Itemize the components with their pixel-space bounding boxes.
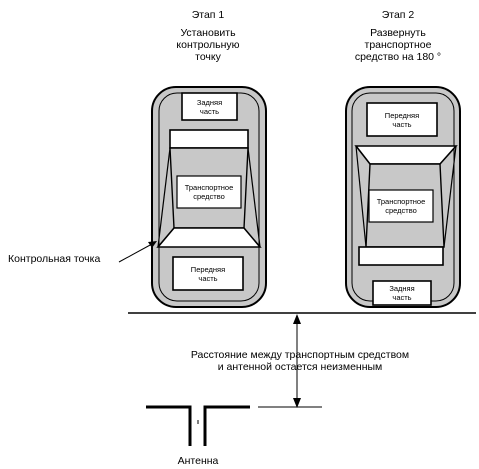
vehicle-stage1 bbox=[151, 86, 267, 308]
stage2-middle-label: Транспортное средство bbox=[369, 197, 433, 215]
stage1-middle-label-line: Транспортное bbox=[184, 183, 234, 192]
stage2-instruction-line: Развернуть bbox=[370, 27, 426, 39]
vehicle-stage2-top-box bbox=[366, 102, 438, 137]
distance-arrow-top-head bbox=[293, 314, 301, 324]
stage1-top-label-line: часть bbox=[199, 107, 220, 116]
vehicle-stage1-middle-box bbox=[176, 175, 242, 209]
vehicle-stage1-bottom-box bbox=[172, 256, 244, 291]
vehicle-stage2-windshield-edge-left bbox=[355, 145, 367, 248]
antenna-label: Антенна bbox=[177, 455, 219, 467]
stage2-bottom-label: Задняя часть bbox=[373, 284, 431, 302]
control-point-arrowhead bbox=[148, 241, 157, 248]
stage2-middle-label-line: Транспортное bbox=[376, 197, 426, 206]
vehicle-stage1-windshield-edge-left bbox=[157, 147, 171, 248]
stage1-middle-label-line: средство bbox=[193, 192, 225, 201]
vehicle-stage2-bottom-box bbox=[372, 280, 432, 306]
stage2-top-label-line: часть bbox=[392, 120, 412, 129]
stage1-bottom-label-line: часть bbox=[198, 274, 218, 283]
stage1-bottom-label: Передняя часть bbox=[173, 265, 243, 283]
stage1-instruction: Установить контрольную точку bbox=[148, 27, 268, 63]
stage2-top-label: Передняя часть bbox=[367, 111, 437, 129]
stage1-title: Этап 1 bbox=[191, 9, 225, 21]
stage2-instruction: Развернуть транспортное средство на 180 … bbox=[333, 27, 463, 63]
stage1-top-label-line: Задняя bbox=[196, 98, 223, 107]
stage2-middle-label-line: средство bbox=[385, 206, 417, 215]
stage2-bottom-label-line: Задняя bbox=[389, 284, 415, 293]
vehicle-stage2-windshield bbox=[354, 145, 458, 165]
stage1-top-label: Задняя часть bbox=[182, 98, 237, 116]
vehicle-stage1-top-box bbox=[181, 92, 238, 121]
antenna-left-arm bbox=[146, 405, 192, 446]
vehicle-stage2-windshield-edge-right bbox=[443, 145, 457, 248]
vehicle-stage2 bbox=[345, 86, 461, 308]
stage2-title: Этап 2 bbox=[381, 9, 415, 21]
antenna-symbol bbox=[146, 405, 322, 446]
vehicle-stage2-middle-box bbox=[368, 189, 434, 223]
stage1-instruction-line: контрольную bbox=[176, 39, 240, 51]
stage1-instruction-line: точку bbox=[195, 51, 221, 63]
vehicle-stage1-rear-window bbox=[169, 129, 249, 149]
stage2-bottom-label-line: часть bbox=[392, 293, 412, 302]
vehicle-stage2-rear-window bbox=[358, 246, 444, 266]
stage1-bottom-label-line: Передняя bbox=[190, 265, 226, 274]
stage2-top-label-line: Передняя bbox=[384, 111, 420, 120]
stage1-middle-label: Транспортное средство bbox=[177, 183, 241, 201]
antenna-right-arm bbox=[203, 405, 250, 446]
stage2-instruction-line: средство на 180 ° bbox=[354, 51, 442, 63]
stage2-instruction-line: транспортное bbox=[364, 39, 432, 51]
control-point-leader bbox=[118, 243, 153, 263]
vehicle-stage1-windshield bbox=[156, 227, 262, 248]
distance-note-line: и антенной остается неизменным bbox=[217, 361, 383, 373]
distance-arrow-bottom-head bbox=[293, 398, 301, 408]
distance-note-line: Расстояние между транспортным средством bbox=[190, 349, 410, 361]
vehicle-stage1-windshield-edge-right bbox=[247, 147, 261, 248]
stage1-instruction-line: Установить bbox=[180, 27, 236, 39]
control-point-label: Контрольная точка bbox=[8, 253, 101, 265]
distance-note: Расстояние между транспортным средством … bbox=[180, 349, 420, 373]
